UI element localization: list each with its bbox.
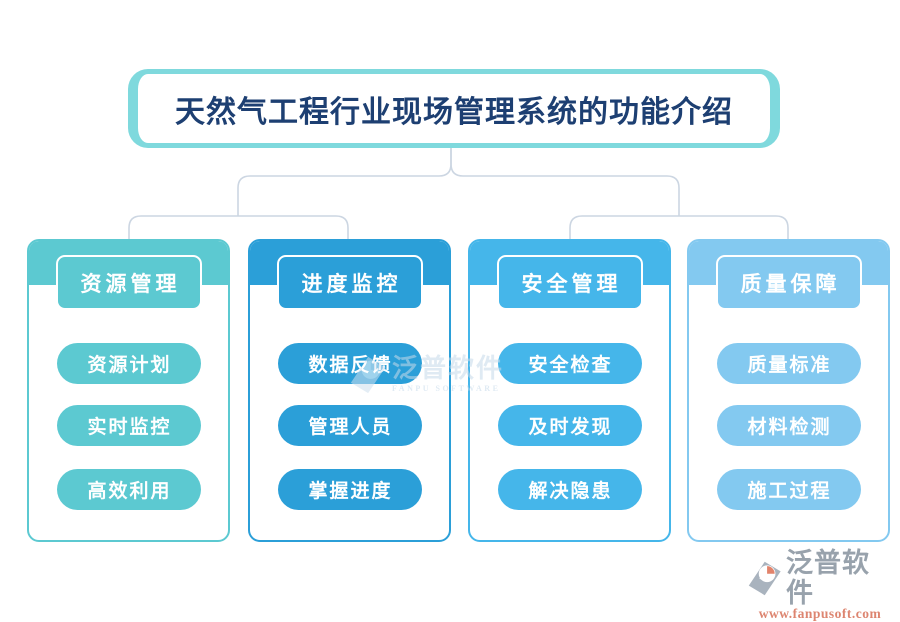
fanpu-logo-icon <box>748 561 781 595</box>
feature-pill-label: 管理人员 <box>308 417 393 438</box>
panel-header-label: 进度监控 <box>301 271 402 296</box>
feature-pill: 施工过程 <box>716 469 861 510</box>
panel-header-label: 安全管理 <box>521 271 622 296</box>
feature-pill: 管理人员 <box>277 405 422 446</box>
feature-panel-quality: 质量保障 质量标准 材料检测 施工过程 <box>687 239 890 542</box>
diagram-title: 天然气工程行业现场管理系统的功能介绍 <box>175 95 733 129</box>
panel-header-safety: 安全管理 <box>496 255 643 310</box>
feature-pill-label: 施工过程 <box>747 481 832 502</box>
footer-brand: 泛普软件 <box>786 548 871 608</box>
panel-header-label: 质量保障 <box>740 271 841 296</box>
diagram-title-box: 天然气工程行业现场管理系统的功能介绍 <box>128 69 780 148</box>
panel-header-progress: 进度监控 <box>276 255 423 310</box>
feature-pill: 掌握进度 <box>277 469 422 510</box>
feature-pill-label: 数据反馈 <box>308 355 393 376</box>
footer-logo: 泛普软件 www.fanpusoft.com <box>748 548 892 622</box>
feature-pill: 高效利用 <box>56 469 201 510</box>
footer-url: www.fanpusoft.com <box>758 606 882 621</box>
feature-pill-label: 质量标准 <box>747 355 832 376</box>
feature-pill-label: 资源计划 <box>87 355 172 376</box>
feature-pill-label: 解决隐患 <box>528 481 613 502</box>
panel-header-resource: 资源管理 <box>55 255 202 310</box>
connector-bracket-left <box>128 215 349 240</box>
connector-lines <box>128 148 789 240</box>
feature-pill-label: 安全检查 <box>528 355 613 376</box>
feature-pill: 材料检测 <box>716 405 861 446</box>
feature-panel-progress: 进度监控 数据反馈 管理人员 掌握进度 <box>248 239 451 542</box>
panel-header-label: 资源管理 <box>80 271 181 296</box>
feature-pill-label: 实时监控 <box>87 417 172 438</box>
feature-pill: 实时监控 <box>56 405 201 446</box>
connector-root-left <box>237 148 452 216</box>
feature-pill: 安全检查 <box>497 343 642 384</box>
feature-pill: 资源计划 <box>56 343 201 384</box>
connector-root-right <box>450 148 680 216</box>
feature-panel-resource: 资源管理 资源计划 实时监控 高效利用 <box>27 239 230 542</box>
feature-pill: 质量标准 <box>716 343 861 384</box>
panel-header-quality: 质量保障 <box>715 255 862 310</box>
feature-pill: 数据反馈 <box>277 343 422 384</box>
feature-pill-label: 及时发现 <box>528 417 613 438</box>
connector-bracket-right <box>569 215 789 240</box>
feature-pill: 解决隐患 <box>497 469 642 510</box>
feature-pill-label: 掌握进度 <box>308 481 393 502</box>
feature-pill-label: 高效利用 <box>87 481 172 502</box>
feature-panel-safety: 安全管理 安全检查 及时发现 解决隐患 <box>468 239 671 542</box>
feature-pill-label: 材料检测 <box>747 417 832 438</box>
feature-pill: 及时发现 <box>497 405 642 446</box>
